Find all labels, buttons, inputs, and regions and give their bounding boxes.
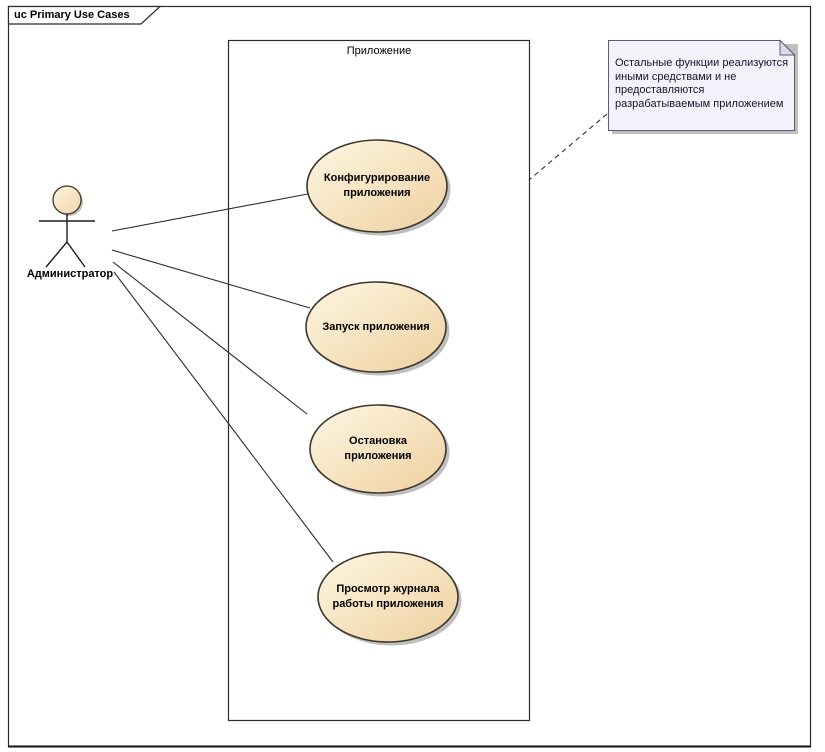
use-case-view-log[interactable]	[317, 551, 462, 646]
association-configure[interactable]	[111, 192, 314, 232]
association-stop[interactable]	[112, 261, 308, 415]
note-fold-corner-icon	[779, 39, 796, 56]
use-case-ellipse	[306, 139, 448, 233]
actor-label: Администратор	[26, 268, 114, 280]
use-case-label-configure: Конфигурирование приложения	[307, 140, 447, 232]
use-case-ellipse	[309, 404, 447, 494]
actor-right-leg	[66, 241, 86, 268]
use-case-label-text: Конфигурирование приложения	[323, 172, 431, 199]
use-case-label-text: Запуск приложения	[322, 320, 430, 333]
actor-administrator[interactable]	[39, 185, 95, 268]
note-text: Остальные функции реализуются иными сред…	[615, 57, 800, 111]
note-text-line: разрабатываемым приложением	[615, 97, 784, 110]
use-case-stop[interactable]	[309, 404, 450, 497]
use-case-ellipse	[317, 551, 459, 643]
use-case-label-stop: Остановка приложения	[308, 405, 448, 493]
association-view-log[interactable]	[113, 271, 334, 563]
actor-left-leg	[45, 241, 68, 268]
note-text-line: Остальные функции реализуются	[615, 57, 789, 69]
use-case-label-view-log: Просмотр журнала работы приложения	[318, 552, 458, 642]
use-case-label-start: Запуск приложения	[306, 282, 446, 372]
use-case-start[interactable]	[305, 281, 450, 376]
use-case-label-text: Просмотр журнала работы приложения	[332, 583, 444, 610]
note-attachment-link[interactable]	[528, 113, 608, 181]
use-case-ellipse	[305, 281, 447, 373]
note[interactable]	[608, 40, 795, 131]
note-text-line: предоставляются	[615, 84, 705, 96]
frame-title: uc Primary Use Cases	[14, 9, 130, 21]
association-start[interactable]	[111, 249, 311, 309]
frame-name-tab	[7, 5, 162, 25]
note-text-line: иными средствами и не	[615, 70, 737, 83]
actor-head	[52, 185, 82, 215]
system-boundary-label: Приложение	[346, 45, 412, 57]
use-case-label-text: Остановка приложения	[344, 435, 412, 462]
use-case-configure[interactable]	[306, 139, 451, 236]
